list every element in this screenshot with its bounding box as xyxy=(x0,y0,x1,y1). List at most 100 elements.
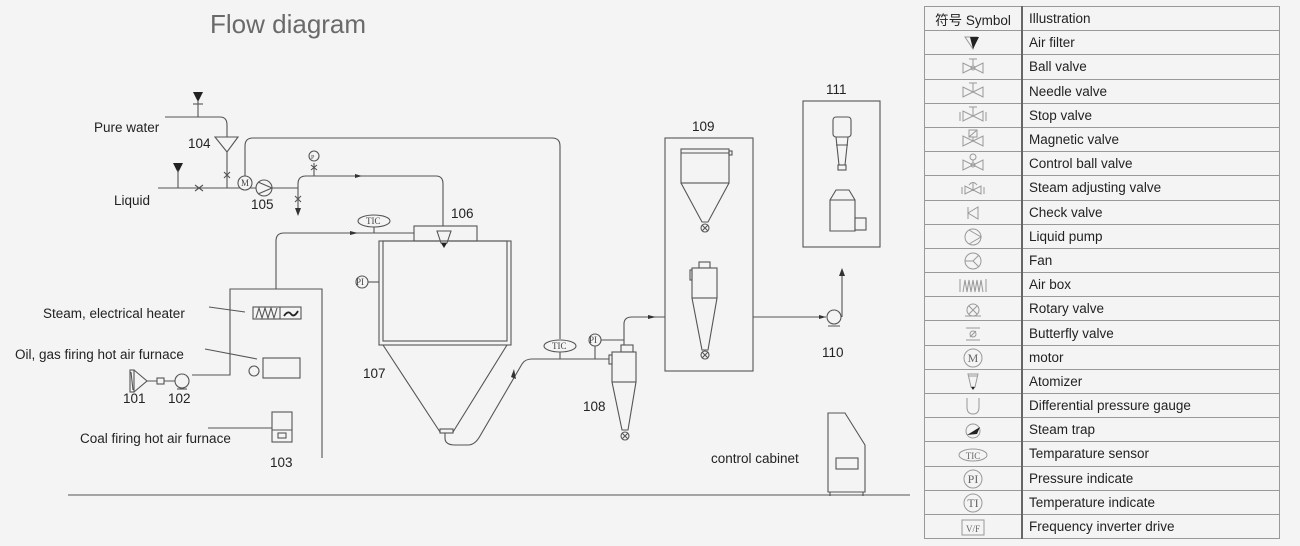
label-108: 108 xyxy=(583,399,606,414)
legend-symbol-cell xyxy=(924,368,1023,395)
legend-label: Magnetic valve xyxy=(1021,126,1280,153)
legend-label: Temparature sensor xyxy=(1021,441,1280,467)
legend-row: Atomizer xyxy=(924,368,1280,395)
legend-symbol-cell xyxy=(924,272,1023,298)
legend-row: TIC Temparature sensor xyxy=(924,441,1280,467)
pressure-indicator-icon xyxy=(355,275,369,289)
legend-symbol-cell xyxy=(924,296,1023,322)
legend-row: Ball valve xyxy=(924,54,1280,80)
magnetic-valve-icon xyxy=(962,129,984,147)
cyclone-outlet-line xyxy=(623,316,665,345)
label-104: 104 xyxy=(188,136,211,151)
temperature-sensor-icon: TIC xyxy=(958,448,988,462)
legend-row: Air filter xyxy=(924,30,1280,56)
electrical-heater-icon xyxy=(252,306,302,320)
legend-row: V/F Frequency inverter drive xyxy=(924,513,1280,540)
label-109: 109 xyxy=(692,119,715,134)
coal-furnace-icon xyxy=(271,411,293,443)
legend-symbol-cell xyxy=(924,392,1023,419)
legend-label: Differential pressure gauge xyxy=(1021,392,1280,419)
motor-icon: M xyxy=(963,348,983,368)
label-110: 110 xyxy=(822,345,844,360)
page-title: Flow diagram xyxy=(210,9,366,39)
symbol-text: M xyxy=(968,351,979,365)
legend-symbol-cell xyxy=(924,417,1023,443)
legend-label: Frequency inverter drive xyxy=(1021,513,1280,540)
scrubber-icon xyxy=(829,189,867,232)
legend-row: Stop valve xyxy=(924,102,1280,128)
symbol-text: V/F xyxy=(966,524,980,534)
legend-row: Needle valve xyxy=(924,78,1280,104)
legend-row: Steam trap xyxy=(924,417,1280,443)
frequency-inverter-icon: V/F xyxy=(961,519,985,536)
legend-label: Liquid pump xyxy=(1021,223,1280,249)
legend-label: Steam adjusting valve xyxy=(1021,175,1280,201)
svg-text:M: M xyxy=(241,178,249,188)
hot-air-line xyxy=(275,232,415,289)
legend-label: Control ball valve xyxy=(1021,151,1280,177)
label-107: 107 xyxy=(363,366,386,381)
legend-row: Magnetic valve xyxy=(924,126,1280,153)
label-106: 106 xyxy=(451,206,474,221)
legend-header-symbol: 符号 Symbol xyxy=(924,5,1023,32)
legend-symbol-cell: PI xyxy=(924,465,1023,491)
control-cabinet-icon xyxy=(827,412,866,496)
legend-label: Rotary valve xyxy=(1021,296,1280,322)
legend-label: Butterfly valve xyxy=(1021,320,1280,346)
legend-row: Liquid pump xyxy=(924,223,1280,249)
air-box-icon xyxy=(959,278,987,292)
symbol-text: TI xyxy=(967,496,978,510)
stop-valve-icon xyxy=(959,106,987,123)
legend-header-illustration: Illustration xyxy=(1021,5,1280,32)
pressure-indicator-icon: PI xyxy=(963,469,983,489)
legend-row: Rotary valve xyxy=(924,296,1280,322)
legend-row: Butterfly valve xyxy=(924,320,1280,346)
label-steam-heater: Steam, electrical heater xyxy=(43,306,185,321)
air-filter-icon xyxy=(173,163,183,173)
steam-trap-icon xyxy=(965,423,981,439)
legend-header-row: 符号 Symbol Illustration xyxy=(924,5,1280,32)
rotary-valve-icon xyxy=(965,303,981,317)
legend-symbol-cell xyxy=(924,320,1023,346)
air-filter-icon xyxy=(193,92,203,102)
drying-chamber-107 xyxy=(378,240,512,434)
symbol-text: TIC xyxy=(966,451,981,461)
control-ball-valve-icon xyxy=(962,153,984,171)
label-control-cabinet: control cabinet xyxy=(711,451,799,466)
label-103: 103 xyxy=(270,455,293,470)
legend-row: Fan xyxy=(924,247,1280,274)
label-pure-water: Pure water xyxy=(94,120,160,135)
svg-text:TIC: TIC xyxy=(366,216,381,226)
steam-adjusting-valve-icon xyxy=(961,181,985,195)
dust-collector-box-109 xyxy=(664,137,754,372)
bag-filter-icon xyxy=(680,148,733,233)
legend-label: Atomizer xyxy=(1021,368,1280,395)
legend-symbol-cell xyxy=(924,126,1023,153)
label-105: 105 xyxy=(251,197,274,212)
legend-symbol-cell xyxy=(924,30,1023,56)
legend-symbol-cell xyxy=(924,223,1023,249)
fan-101-icon xyxy=(129,369,148,393)
legend-symbol-cell xyxy=(924,151,1023,177)
water-separator-icon xyxy=(832,116,852,171)
air-filter-icon xyxy=(964,36,979,50)
legend-row: Air box xyxy=(924,272,1280,298)
legend-label: Ball valve xyxy=(1021,54,1280,80)
legend-symbol-cell: M xyxy=(924,344,1023,370)
legend-label: Stop valve xyxy=(1021,102,1280,128)
liquid-pump-icon xyxy=(964,228,982,246)
legend-symbol-cell xyxy=(924,175,1023,201)
label-coal-furnace: Coal firing hot air furnace xyxy=(80,431,231,446)
cyclone-109-icon xyxy=(689,261,718,360)
product-line xyxy=(444,358,612,446)
differential-pressure-gauge-icon xyxy=(966,397,980,415)
legend-row: Steam adjusting valve xyxy=(924,175,1280,201)
legend-label: Fan xyxy=(1021,247,1280,274)
pure-water-line xyxy=(165,92,240,188)
blower-102-icon xyxy=(174,373,190,389)
legend-row: Check valve xyxy=(924,199,1280,225)
